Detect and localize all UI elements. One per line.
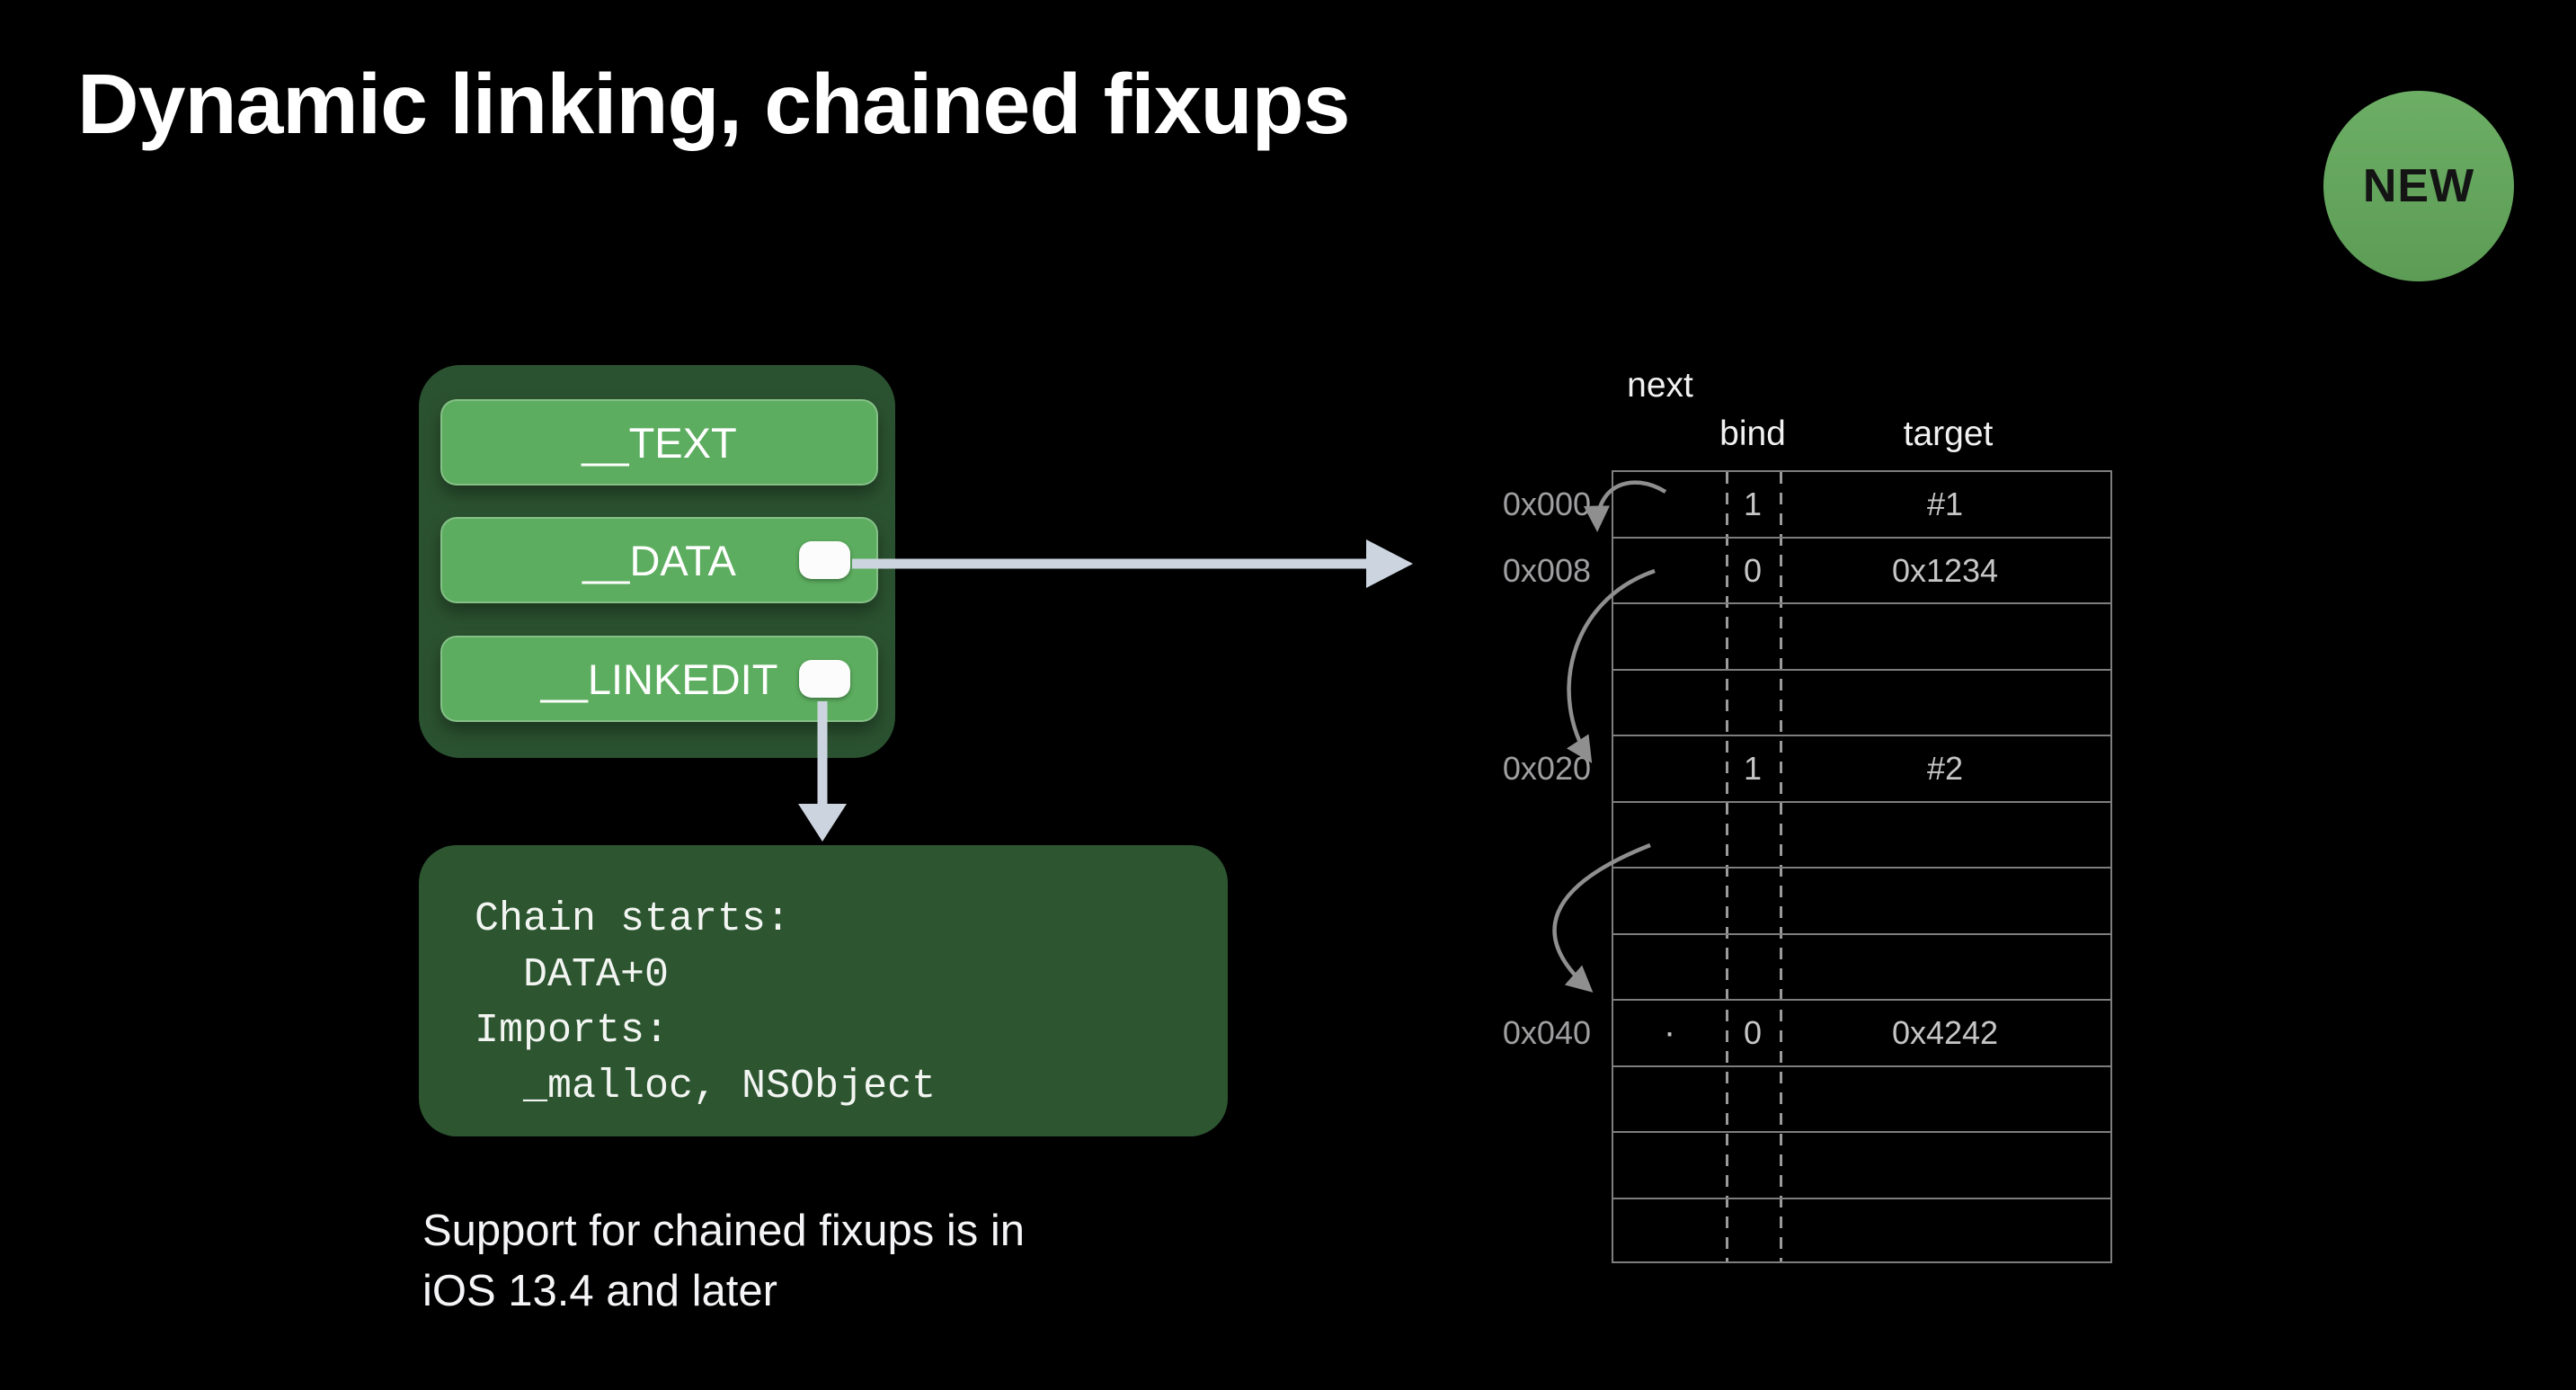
table-row [1613, 803, 2110, 869]
table-row: 0x020 1 #2 [1503, 736, 2110, 803]
macho-segments-panel: __TEXT __DATA __LINKEDIT [419, 365, 895, 758]
chain-info-box: Chain starts: DATA+0 Imports: _malloc, N… [419, 845, 1228, 1136]
segment-text: __TEXT [440, 399, 878, 486]
bind-column-dashed-line [1726, 472, 1728, 1261]
code-line: _malloc, NSObject [475, 1064, 937, 1109]
cell-bind: 1 [1743, 750, 1763, 787]
cell-bind: 0 [1743, 551, 1763, 589]
cell-target: 0x1234 [1891, 551, 1999, 589]
segment-linkedit: __LINKEDIT [440, 636, 878, 722]
row-address: 0x008 [1502, 551, 1591, 589]
cell-target: #1 [1926, 486, 1964, 522]
table-row [1613, 935, 2110, 1001]
table-row: 0x040 · 0 0x4242 [1503, 1001, 2110, 1067]
cell-target: #2 [1926, 750, 1964, 787]
table-row: 0x000 1 #1 [1503, 472, 2110, 539]
code-line: DATA+0 [475, 952, 670, 998]
data-fixup-pill [799, 541, 850, 579]
table-row [1613, 671, 2110, 736]
table-row [1613, 604, 2110, 671]
column-header-next: next [1627, 366, 1693, 405]
segment-data-label: __DATA [582, 536, 736, 584]
support-note: Support for chained fixups is in iOS 13.… [422, 1207, 1026, 1315]
bind-column-dashed-line [1780, 472, 1782, 1261]
linkedit-fixup-pill [799, 660, 850, 698]
code-line: Imports: [475, 1008, 670, 1054]
data-to-table-arrow [852, 539, 1413, 588]
cell-target: 0x4242 [1891, 1014, 1999, 1051]
segment-text-label: __TEXT [582, 418, 737, 467]
table-row [1613, 869, 2110, 935]
table-row [1613, 1067, 2110, 1133]
cell-next: · [1663, 1012, 1676, 1052]
row-address: 0x040 [1502, 1014, 1591, 1051]
column-header-bind: bind [1719, 414, 1786, 453]
slide-title: Dynamic linking, chained fixups [77, 57, 1350, 152]
cell-bind: 1 [1743, 486, 1763, 522]
column-header-target: target [1903, 414, 1994, 453]
new-badge: NEW [2323, 91, 2514, 281]
table-row: 0x008 0 0x1234 [1503, 539, 2110, 604]
code-line: Chain starts: [475, 896, 791, 942]
fixup-chain-table: next bind target 0x000 1 #1 0x008 0 0x12… [1503, 366, 2112, 1266]
segment-linkedit-label: __LINKEDIT [540, 655, 778, 703]
segment-data: __DATA [440, 517, 878, 603]
cell-bind: 0 [1743, 1014, 1763, 1051]
new-badge-label: NEW [2362, 160, 2475, 212]
table-row [1613, 1133, 2110, 1199]
row-address: 0x020 [1502, 750, 1591, 787]
table-row [1613, 1199, 2110, 1266]
row-address: 0x000 [1502, 486, 1591, 522]
